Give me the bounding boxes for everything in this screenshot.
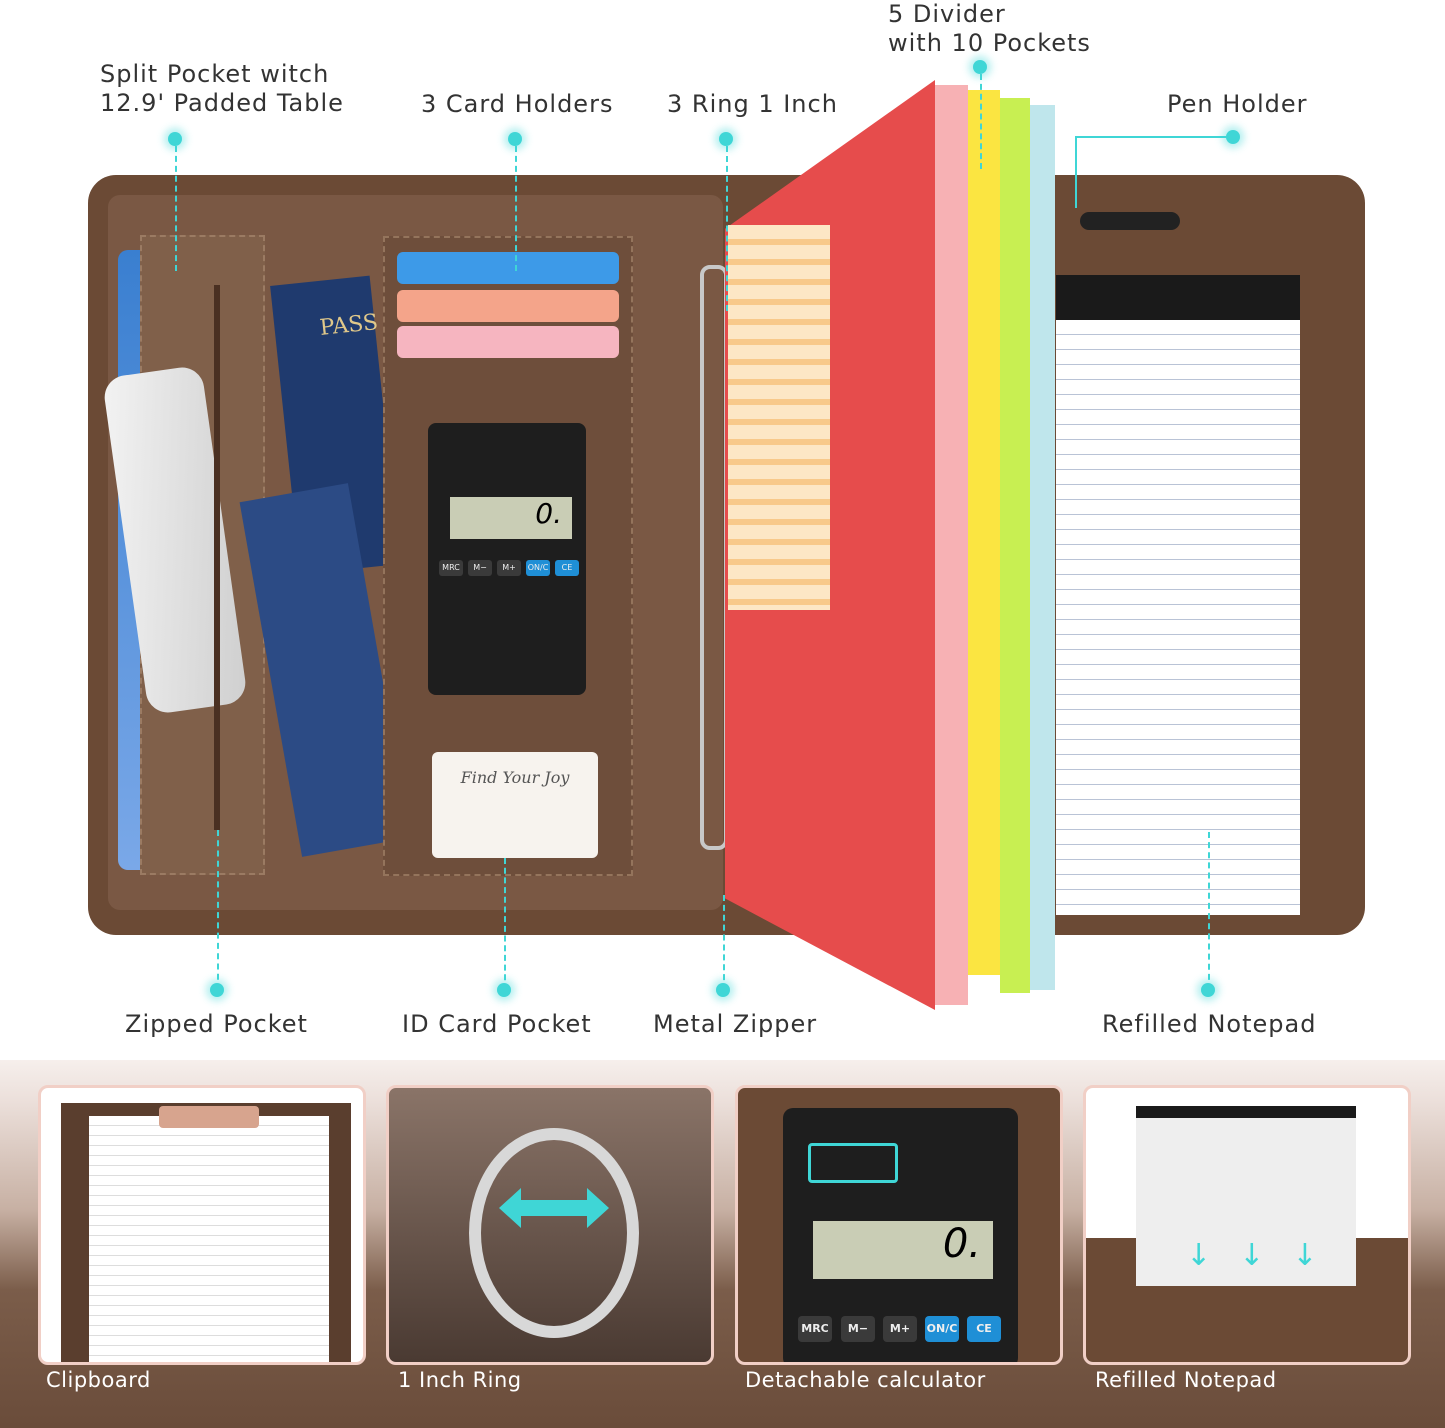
divider-green [1000, 98, 1030, 993]
callout-line2: with 10 Pockets [888, 29, 1091, 57]
callout-line1: 5 Divider [888, 0, 1006, 28]
panel-label: Detachable calculator [745, 1368, 986, 1392]
pink-card [397, 326, 619, 358]
divider-blue [1030, 105, 1055, 990]
id-card: Find Your Joy [432, 752, 598, 858]
ring-icon [469, 1128, 639, 1338]
callout-id-card-pocket: ID Card Pocket [402, 1010, 592, 1038]
callout-dot [168, 132, 182, 146]
callout-line [504, 858, 506, 990]
down-arrows-icon: ↓↓↓ [1186, 1238, 1346, 1273]
callout-refilled-notepad: Refilled Notepad [1102, 1010, 1317, 1038]
solar-panel [808, 1143, 898, 1183]
orange-card [397, 290, 619, 322]
passport-text: PASS [318, 310, 380, 341]
callout-line [175, 146, 177, 271]
notepad-sheet [1136, 1106, 1356, 1286]
panel-ring [386, 1085, 714, 1365]
calc-key-m-minus: M− [468, 560, 492, 576]
calc-key-ce: CE [555, 560, 579, 576]
calc-key-m-minus: M− [841, 1316, 875, 1342]
panel-label: Clipboard [46, 1368, 151, 1392]
callout-dot [719, 132, 733, 146]
panel-notepad: ↓↓↓ [1083, 1085, 1411, 1365]
callout-dot [973, 60, 987, 74]
callout-line2: 12.9' Padded Table [100, 89, 344, 117]
callout-line [1075, 136, 1230, 208]
calc-key-mrc: MRC [798, 1316, 832, 1342]
calc-key-m-plus: M+ [883, 1316, 917, 1342]
calc-key-mrc: MRC [439, 560, 463, 576]
callout-line [726, 146, 728, 311]
callout-line [1208, 832, 1210, 990]
callout-pen-holder: Pen Holder [1167, 90, 1308, 118]
callout-line [515, 146, 517, 271]
callout-line [723, 895, 725, 990]
callout-dot [716, 983, 730, 997]
clipboard-paper [89, 1116, 329, 1362]
calculator-display: 0. [450, 497, 572, 539]
callout-line1: Split Pocket witch [100, 60, 330, 88]
notepad [1056, 275, 1300, 915]
calc-key-m-plus: M+ [497, 560, 521, 576]
panel-calculator: 0. MRC M− M+ ON/C CE [735, 1085, 1063, 1365]
id-card-text: Find Your Joy [460, 768, 570, 787]
callout-ring: 3 Ring 1 Inch [667, 90, 838, 118]
label-sheet [728, 225, 830, 610]
display-value: 0. [942, 1221, 981, 1267]
callout-dot [1201, 983, 1215, 997]
ring-binder [700, 265, 728, 850]
panel-label: Refilled Notepad [1095, 1368, 1277, 1392]
callout-dot [210, 983, 224, 997]
callout-metal-zipper: Metal Zipper [653, 1010, 818, 1038]
callout-dot [1226, 130, 1240, 144]
pen [1080, 212, 1180, 230]
panel-clipboard [38, 1085, 366, 1365]
callout-zipped-pocket: Zipped Pocket [125, 1010, 308, 1038]
zipper-vertical [214, 285, 220, 830]
divider-pink [935, 85, 968, 1005]
blue-card [397, 252, 619, 284]
calc-key-ce: CE [967, 1316, 1001, 1342]
callout-dot [508, 132, 522, 146]
callout-dot [497, 983, 511, 997]
divider-yellow [968, 90, 1000, 975]
panel-label: 1 Inch Ring [398, 1368, 522, 1392]
callout-line [217, 830, 219, 990]
clip [159, 1106, 259, 1128]
calculator-display: 0. [813, 1221, 993, 1279]
callout-line [980, 74, 982, 169]
calc-key-on-c: ON/C [925, 1316, 959, 1342]
callout-card-holders: 3 Card Holders [421, 90, 614, 118]
display-value: 0. [535, 497, 562, 530]
calc-key-on-c: ON/C [526, 560, 550, 576]
calculator [428, 423, 586, 695]
